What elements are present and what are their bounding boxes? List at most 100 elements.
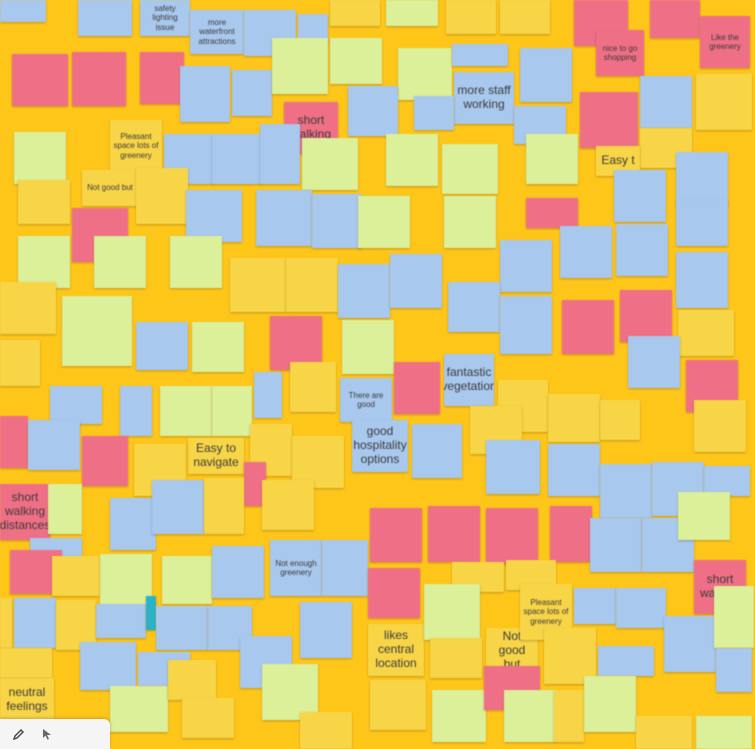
sticky-note[interactable] xyxy=(212,386,252,436)
sticky-note[interactable] xyxy=(262,480,314,530)
sticky-note[interactable] xyxy=(504,690,556,742)
sticky-note[interactable] xyxy=(628,336,680,388)
sticky-note[interactable] xyxy=(412,424,462,478)
sticky-note[interactable] xyxy=(600,400,640,440)
sticky-note[interactable] xyxy=(0,282,56,334)
sticky-note[interactable] xyxy=(0,648,52,678)
sticky-note[interactable] xyxy=(616,588,666,628)
sticky-note[interactable] xyxy=(598,646,654,676)
sticky-note[interactable] xyxy=(614,170,666,222)
sticky-note[interactable] xyxy=(12,54,68,106)
sticky-note[interactable] xyxy=(432,690,486,742)
sticky-note[interactable] xyxy=(370,680,426,730)
sticky-note[interactable] xyxy=(694,400,746,452)
sticky-note[interactable] xyxy=(136,322,188,370)
sticky-note[interactable] xyxy=(204,478,244,534)
sticky-note[interactable] xyxy=(18,180,70,224)
cursor-icon[interactable] xyxy=(38,725,56,743)
sticky-note[interactable] xyxy=(162,556,212,604)
sticky-note[interactable]: likes central location xyxy=(368,624,424,676)
sticky-note[interactable] xyxy=(526,134,578,184)
sticky-note[interactable] xyxy=(290,362,336,412)
sticky-note[interactable] xyxy=(56,600,96,650)
sticky-note[interactable] xyxy=(110,498,156,550)
sticky-note[interactable] xyxy=(312,194,362,248)
sticky-note[interactable]: Easy to navigate xyxy=(188,438,244,474)
sticky-note[interactable] xyxy=(270,316,322,370)
sticky-note[interactable] xyxy=(52,556,100,596)
sticky-note[interactable]: more staff working xyxy=(454,72,514,124)
sticky-note[interactable] xyxy=(50,386,102,424)
sticky-note[interactable] xyxy=(94,236,146,288)
sticky-note[interactable] xyxy=(714,586,754,648)
sticky-note[interactable] xyxy=(28,420,80,470)
sticky-note[interactable] xyxy=(650,0,700,38)
sticky-note[interactable] xyxy=(678,310,734,356)
pen-icon[interactable] xyxy=(10,725,28,743)
sticky-note[interactable] xyxy=(696,74,752,130)
sticky-note[interactable] xyxy=(0,0,46,22)
sticky-note[interactable] xyxy=(260,124,300,184)
sticky-note[interactable] xyxy=(212,134,262,184)
sticky-note[interactable] xyxy=(430,638,482,678)
sticky-note[interactable] xyxy=(486,440,540,494)
sticky-note[interactable]: fantastic vegetation xyxy=(444,354,494,406)
sticky-note[interactable] xyxy=(704,466,750,496)
sticky-note[interactable] xyxy=(580,92,638,148)
sticky-note[interactable] xyxy=(140,52,184,104)
sticky-note[interactable] xyxy=(14,132,66,184)
sticky-note[interactable]: safety lighting issue xyxy=(140,0,190,36)
sticky-note[interactable] xyxy=(678,492,730,540)
sticky-note[interactable]: Like the greenery xyxy=(700,16,750,68)
sticky-note[interactable]: neutral feelings xyxy=(0,678,54,722)
sticky-note[interactable] xyxy=(446,0,496,34)
sticky-note[interactable] xyxy=(548,444,600,496)
sticky-note[interactable] xyxy=(424,584,480,640)
sticky-note[interactable] xyxy=(550,506,592,562)
sticky-note[interactable] xyxy=(368,568,420,618)
sticky-note[interactable] xyxy=(110,686,168,732)
sticky-note[interactable]: Not good but xyxy=(82,170,138,206)
sticky-note[interactable] xyxy=(286,258,338,312)
sticky-note[interactable] xyxy=(348,86,398,136)
sticky-note[interactable] xyxy=(146,596,156,630)
sticky-note[interactable]: Not enough greenery xyxy=(270,540,322,596)
sticky-note[interactable] xyxy=(442,144,498,194)
sticky-note[interactable] xyxy=(120,386,152,436)
sticky-note[interactable]: good hospitality options xyxy=(352,420,408,472)
sticky-note[interactable] xyxy=(300,602,352,658)
sticky-note[interactable] xyxy=(562,300,614,354)
sticky-note[interactable] xyxy=(526,198,578,228)
sticky-note[interactable] xyxy=(302,138,358,190)
sticky-note[interactable] xyxy=(212,546,264,598)
sticky-note[interactable] xyxy=(160,386,212,436)
sticky-note[interactable] xyxy=(584,676,636,732)
sticky-note[interactable] xyxy=(186,190,242,242)
sticky-note[interactable] xyxy=(500,296,552,354)
sticky-note[interactable]: more waterfront attractions xyxy=(190,10,244,54)
sticky-note[interactable] xyxy=(554,690,584,742)
sticky-note[interactable] xyxy=(14,598,56,648)
sticky-note[interactable] xyxy=(230,258,286,312)
sticky-note[interactable] xyxy=(244,462,266,506)
sticky-note[interactable] xyxy=(0,598,12,648)
sticky-note[interactable] xyxy=(676,152,728,206)
sticky-note[interactable] xyxy=(616,224,668,276)
sticky-note[interactable] xyxy=(448,282,500,332)
sticky-note[interactable] xyxy=(338,264,390,318)
sticky-note[interactable] xyxy=(600,464,652,518)
sticky-note[interactable] xyxy=(136,168,188,224)
sticky-note[interactable] xyxy=(452,44,508,66)
sticky-note[interactable]: Pleasant space lots of greenery xyxy=(110,120,162,172)
sticky-note[interactable] xyxy=(72,52,126,106)
sticky-note[interactable] xyxy=(544,628,596,684)
sticky-note[interactable] xyxy=(590,518,642,572)
sticky-note[interactable] xyxy=(330,38,382,84)
sticky-note[interactable] xyxy=(82,436,128,486)
sticky-note[interactable] xyxy=(676,252,728,308)
sticky-note[interactable] xyxy=(500,0,550,34)
sticky-note[interactable] xyxy=(520,48,572,102)
sticky-note[interactable] xyxy=(78,0,132,36)
sticky-note[interactable] xyxy=(292,436,344,488)
